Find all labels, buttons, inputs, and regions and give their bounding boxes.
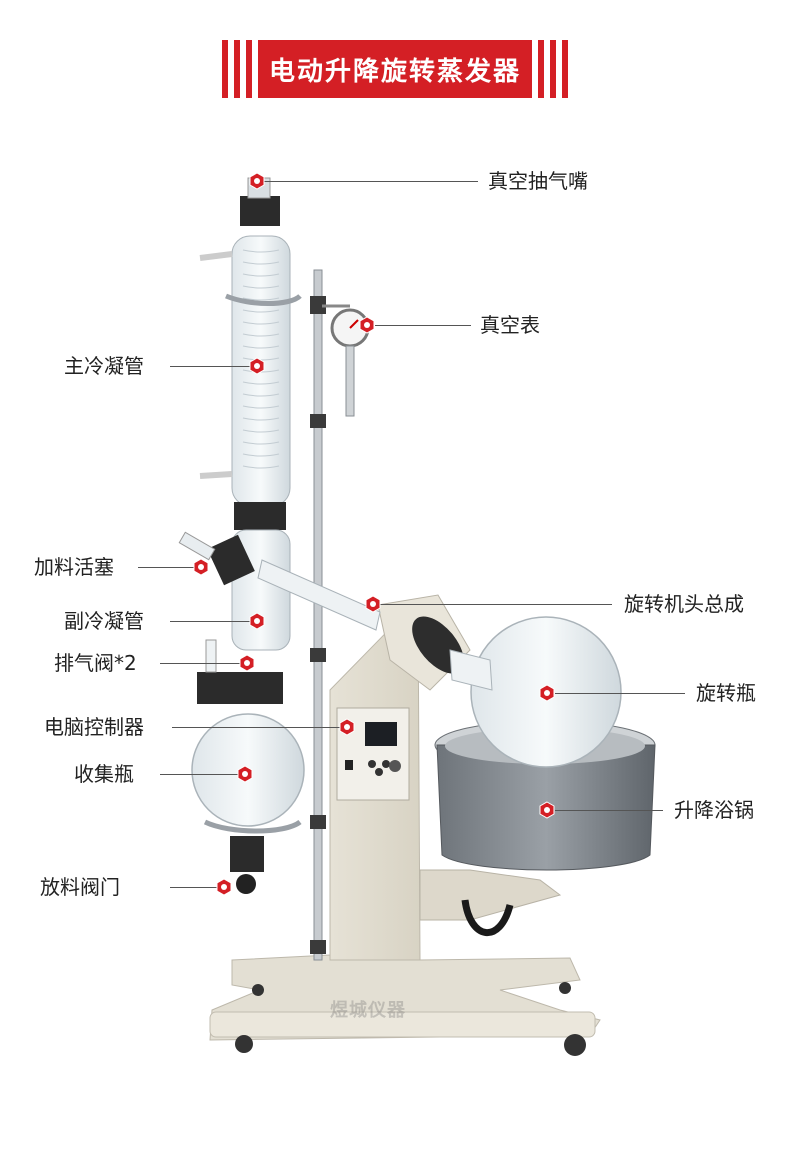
top-clamp (240, 196, 280, 226)
hexagon-marker-icon (339, 718, 355, 736)
label-discharge-valve: 放料阀门 (40, 875, 120, 899)
caster-wheel (235, 1035, 253, 1053)
banner-stripe (246, 40, 252, 98)
hexagon-marker-icon (216, 878, 232, 896)
label-controller: 电脑控制器 (44, 715, 144, 739)
label-main-condenser: 主冷凝管 (64, 354, 144, 378)
discharge-valve (230, 836, 264, 872)
controller-display (365, 722, 397, 746)
feed-valve (207, 534, 255, 586)
hexagon-marker-icon (249, 172, 265, 190)
callout-line (555, 810, 663, 811)
hexagon-marker-icon (249, 612, 265, 630)
callout-line (160, 774, 240, 775)
banner-stripe (550, 40, 556, 98)
hexagon-marker-icon (365, 595, 381, 613)
hexagon-marker-icon (237, 765, 253, 783)
label-rotary-flask: 旋转瓶 (696, 681, 756, 705)
callout-line (170, 887, 218, 888)
label-lifting-bath: 升降浴锅 (674, 798, 754, 822)
page-title: 电动升降旋转蒸发器 (258, 40, 532, 98)
label-exhaust-valve: 排气阀*2 (54, 651, 137, 675)
callout-line (380, 604, 612, 605)
callout-line (375, 325, 471, 326)
title-banner: 电动升降旋转蒸发器 (222, 40, 568, 98)
condenser-clamp (234, 502, 286, 530)
hexagon-marker-icon (239, 654, 255, 672)
hexagon-marker-icon (193, 558, 209, 576)
callout-line (172, 727, 342, 728)
label-rotary-head: 旋转机头总成 (624, 592, 744, 616)
banner-stripe (222, 40, 228, 98)
callout-line (160, 663, 240, 664)
callout-line (170, 621, 250, 622)
banner-stripe (562, 40, 568, 98)
banner-stripe (234, 40, 240, 98)
callout-line (264, 181, 478, 182)
label-vacuum-nozzle: 真空抽气嘴 (488, 169, 588, 193)
support-rod (313, 269, 323, 961)
label-feed-valve: 加料活塞 (34, 555, 114, 579)
hexagon-marker-icon (539, 801, 555, 819)
vapor-tube (257, 559, 381, 631)
callout-line (138, 567, 194, 568)
watermark: 煜城仪器 (330, 1000, 406, 1021)
banner-stripe (538, 40, 544, 98)
label-vacuum-gauge: 真空表 (480, 313, 540, 337)
callout-line (555, 693, 685, 694)
callout-line (170, 366, 250, 367)
hexagon-marker-icon (359, 316, 375, 334)
hexagon-marker-icon (249, 357, 265, 375)
exhaust-valves (197, 672, 283, 704)
label-collection-flask: 收集瓶 (74, 762, 134, 786)
caster-wheel (564, 1034, 586, 1056)
hexagon-marker-icon (539, 684, 555, 702)
label-secondary-condenser: 副冷凝管 (64, 609, 144, 633)
